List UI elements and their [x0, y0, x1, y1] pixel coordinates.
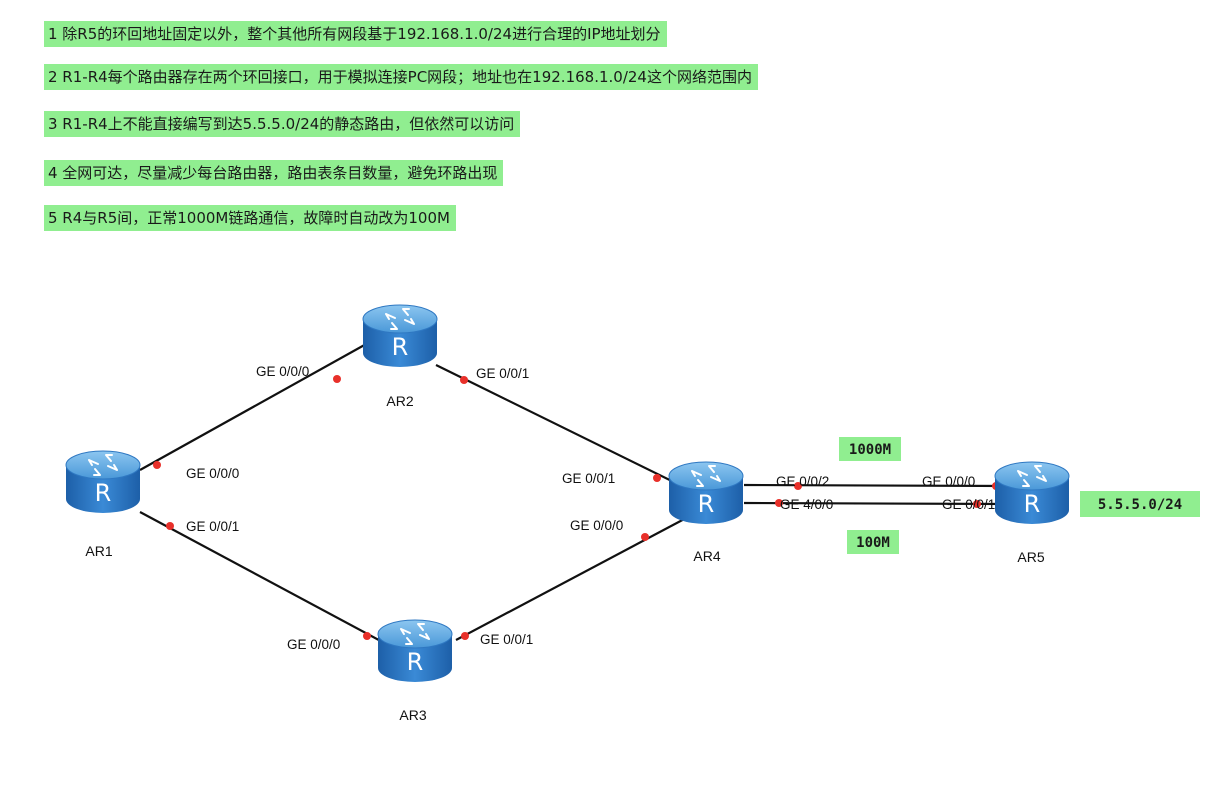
iface-ar3-ge001: GE 0/0/1 [480, 632, 533, 647]
router-ar1[interactable]: AR1 [65, 450, 141, 559]
iface-ar4-ge002: GE 0/0/2 [776, 474, 829, 489]
requirement-3: 3 R1-R4上不能直接编写到达5.5.5.0/24的静态路由，但依然可以访问 [44, 111, 521, 137]
tag-100m: 100M [847, 530, 899, 554]
router-ar4[interactable]: AR4 [668, 461, 744, 564]
tag-100m-text: 100M [856, 535, 890, 551]
port-ar4-ge400 [775, 499, 783, 507]
requirement-4: 4 全网可达，尽量减少每台路由器，路由表条目数量，避免环路出现 [44, 160, 504, 186]
router-icon [994, 461, 1070, 525]
iface-ar4-ge000: GE 0/0/0 [570, 518, 623, 533]
link-ar4-ar5-main [743, 483, 1011, 488]
port-ar2-ge000 [333, 375, 341, 383]
iface-ar5-ge001: GE 0/0/1 [942, 497, 995, 512]
link-ar1-ar3 [139, 511, 391, 647]
requirement-5: 5 R4与R5间，正常1000M链路通信，故障时自动改为100M [44, 205, 456, 231]
router-label: AR2 [386, 393, 413, 409]
iface-ar2-ge000: GE 0/0/0 [256, 364, 309, 379]
port-ar3-ge000 [363, 632, 371, 640]
link-ar4-ar5-backup [743, 501, 1011, 506]
tag-1000m-text: 1000M [849, 442, 891, 458]
iface-ar4-ge400: GE 4/0/0 [780, 497, 833, 512]
iface-ar4-ge001: GE 0/0/1 [562, 471, 615, 486]
link-ar1-ar2 [139, 342, 369, 471]
router-ar2[interactable]: AR2 [362, 304, 438, 409]
port-ar1-ge001 [166, 522, 174, 530]
port-ar5-ge001 [973, 500, 981, 508]
router-label: AR1 [85, 543, 112, 559]
port-ar1-ge000 [153, 461, 161, 469]
port-ar4-ge002 [794, 482, 802, 490]
tag-ar5-network: 5.5.5.0/24 [1080, 491, 1200, 517]
iface-ar3-ge000: GE 0/0/0 [287, 637, 340, 652]
router-ar3[interactable]: AR3 [377, 619, 453, 723]
port-ar4-ge001 [653, 474, 661, 482]
iface-ar1-ge001: GE 0/0/1 [186, 519, 239, 534]
router-label: AR5 [1017, 549, 1044, 565]
port-ar3-ge001 [461, 632, 469, 640]
tag-ar5-network-text: 5.5.5.0/24 [1098, 497, 1182, 513]
router-icon [362, 304, 438, 368]
tag-1000m: 1000M [839, 437, 901, 461]
router-icon [377, 619, 453, 683]
link-ar3-ar4 [455, 515, 691, 641]
port-ar4-ge000 [641, 533, 649, 541]
requirement-1: 1 除R5的环回地址固定以外，整个其他所有网段基于192.168.1.0/24进… [44, 21, 667, 47]
router-ar5[interactable]: AR5 [994, 461, 1070, 565]
router-label: AR3 [399, 707, 426, 723]
iface-ar2-ge001: GE 0/0/1 [476, 366, 529, 381]
iface-ar5-ge000: GE 0/0/0 [922, 474, 975, 489]
link-ar2-ar4 [435, 364, 691, 491]
router-icon [65, 450, 141, 514]
router-icon [668, 461, 744, 525]
iface-ar1-ge000: GE 0/0/0 [186, 466, 239, 481]
port-ar2-ge001 [460, 376, 468, 384]
router-label: AR4 [693, 548, 720, 564]
requirement-2: 2 R1-R4每个路由器存在两个环回接口，用于模拟连接PC网段；地址也在192.… [44, 64, 758, 90]
